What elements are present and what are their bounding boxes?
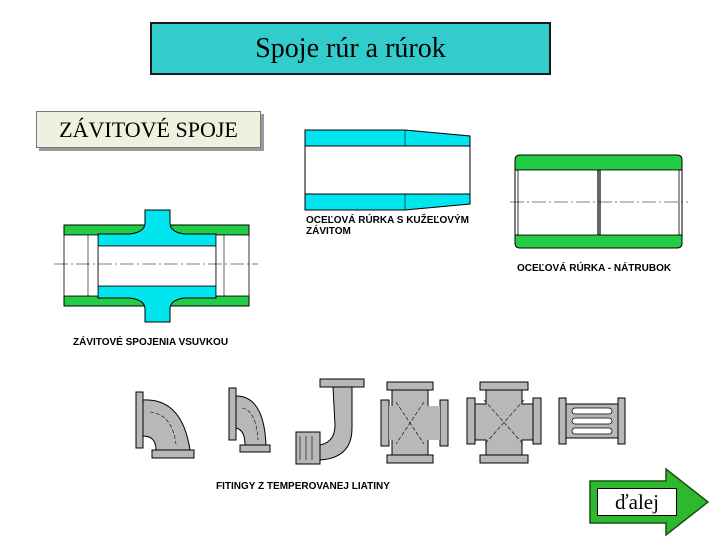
socket-joint bbox=[54, 209, 258, 323]
tapered-pipe-caption-line1: OCEĽOVÁ RÚRKA S KUŽEĽOVÝM bbox=[306, 215, 469, 226]
tapered-thread-pipe bbox=[304, 129, 471, 211]
socket-joint-caption: ZÁVITOVÉ SPOJENIA VSUVKOU bbox=[73, 337, 229, 348]
fitting-tee bbox=[380, 381, 449, 464]
next-button-label[interactable]: ďalej bbox=[597, 488, 677, 516]
coupling-pipe-caption: OCEĽOVÁ RÚRKA - NÁTRUBOK bbox=[517, 263, 672, 274]
fittings-caption: FITINGY Z TEMPEROVANEJ LIATINY bbox=[216, 481, 390, 492]
fitting-long-bend bbox=[295, 378, 365, 465]
tapered-pipe-caption-line2: ZÁVITOM bbox=[306, 226, 351, 237]
coupling-pipe bbox=[510, 154, 688, 249]
fitting-elbow-2 bbox=[228, 387, 271, 453]
fitting-nipple bbox=[558, 397, 626, 445]
slide-title: Spoje rúr a rúrok bbox=[150, 22, 551, 75]
tapered-pipe-caption: OCEĽOVÁ RÚRKA S KUŽEĽOVÝM ZÁVITOM bbox=[306, 215, 469, 237]
fitting-elbow-1 bbox=[135, 391, 195, 459]
section-label: ZÁVITOVÉ SPOJE bbox=[36, 111, 261, 148]
fitting-cross bbox=[466, 381, 542, 464]
